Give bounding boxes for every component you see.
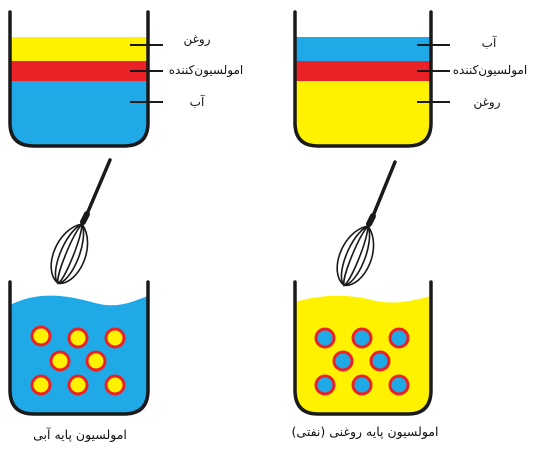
top-left-beaker-outline bbox=[8, 10, 150, 148]
droplet bbox=[314, 374, 336, 396]
droplet bbox=[30, 374, 52, 396]
bottom-left-beaker-outline bbox=[8, 280, 150, 416]
top-right-layer-3 bbox=[295, 81, 431, 146]
droplet bbox=[67, 374, 89, 396]
droplet bbox=[49, 350, 71, 372]
droplet bbox=[85, 350, 107, 372]
droplet bbox=[351, 327, 373, 349]
top-right-beaker: آب امولسیون‌کننده روغن bbox=[293, 10, 528, 148]
top-left-beaker: روغن امولسیون‌کننده آب bbox=[8, 10, 244, 148]
top-left-label-2: امولسیون‌کننده bbox=[169, 63, 244, 78]
top-left-layer-2 bbox=[10, 61, 148, 81]
bottom-right-caption: امولسیون پایه روغنی (نفتی) bbox=[292, 424, 439, 440]
bottom-left-caption: امولسیون پایه آبی bbox=[33, 427, 127, 443]
top-right-label-3: روغن bbox=[474, 95, 501, 110]
droplet bbox=[314, 327, 336, 349]
droplet bbox=[332, 350, 354, 372]
bottom-right-droplets bbox=[314, 327, 410, 396]
top-right-beaker-outline bbox=[293, 10, 433, 148]
droplet bbox=[104, 374, 126, 396]
bottom-right-beaker: امولسیون پایه روغنی (نفتی) bbox=[292, 280, 439, 440]
bottom-right-beaker-outline bbox=[293, 280, 433, 416]
droplet bbox=[388, 374, 410, 396]
top-left-label-3: آب bbox=[190, 94, 205, 109]
right-whisk-icon bbox=[336, 160, 397, 287]
top-left-layer-1 bbox=[10, 37, 148, 61]
top-right-layer-2 bbox=[295, 61, 431, 81]
bottom-left-beaker: امولسیون پایه آبی bbox=[8, 280, 150, 443]
top-left-layer-3 bbox=[10, 81, 148, 146]
droplet bbox=[388, 327, 410, 349]
bottom-right-liquid bbox=[295, 295, 431, 414]
droplet bbox=[104, 327, 126, 349]
top-right-label-1: آب bbox=[482, 35, 497, 50]
droplet bbox=[67, 327, 89, 349]
top-right-layer-1 bbox=[295, 37, 431, 61]
droplet bbox=[351, 374, 373, 396]
top-left-label-1: روغن bbox=[184, 32, 211, 47]
droplet bbox=[369, 350, 391, 372]
left-whisk-icon bbox=[50, 158, 112, 285]
bottom-left-liquid bbox=[10, 295, 148, 414]
bottom-left-droplets bbox=[30, 325, 126, 396]
top-right-label-2: امولسیون‌کننده bbox=[453, 63, 528, 78]
droplet bbox=[30, 325, 52, 347]
